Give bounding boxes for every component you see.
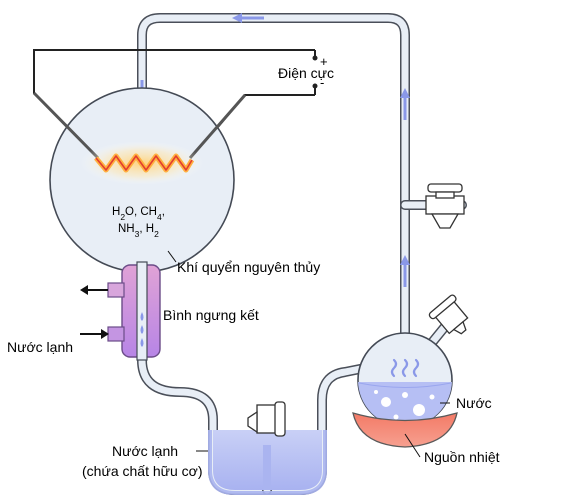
leader-lines xyxy=(167,250,450,458)
water-label: Nước xyxy=(456,395,492,411)
collected-water-label-line-2: (chứa chất hữu cơ) xyxy=(82,463,203,479)
gas-formulas: H2O, CH4, NH3, H2 xyxy=(112,206,165,239)
droplet-icon xyxy=(140,312,144,347)
collected-water xyxy=(208,430,327,495)
bubble-icon xyxy=(374,390,435,420)
electrode-label: Điện cực xyxy=(278,65,334,81)
reaction-sphere xyxy=(32,87,247,273)
collected-water-label-line-1: Nước lạnh xyxy=(112,443,178,459)
gas-line-2: NH3, H2 xyxy=(118,223,159,239)
stopcock-icon xyxy=(247,183,469,437)
coolant-arrows xyxy=(80,285,109,339)
plus-sign: + xyxy=(320,54,328,69)
heat-source-label: Nguồn nhiệt xyxy=(424,449,500,465)
cold-water-in-label: Nước lạnh xyxy=(7,339,73,355)
minus-sign: - xyxy=(320,75,324,90)
electrode-terminals xyxy=(312,55,318,89)
steam-icon xyxy=(390,358,420,378)
heat-source xyxy=(352,412,458,448)
condenser xyxy=(107,261,161,361)
atmosphere-label: Khí quyển nguyên thủy xyxy=(177,259,320,275)
gas-line-1: H2O, CH4, xyxy=(112,206,165,222)
condenser-label: Bình ngưng kết xyxy=(163,307,259,323)
